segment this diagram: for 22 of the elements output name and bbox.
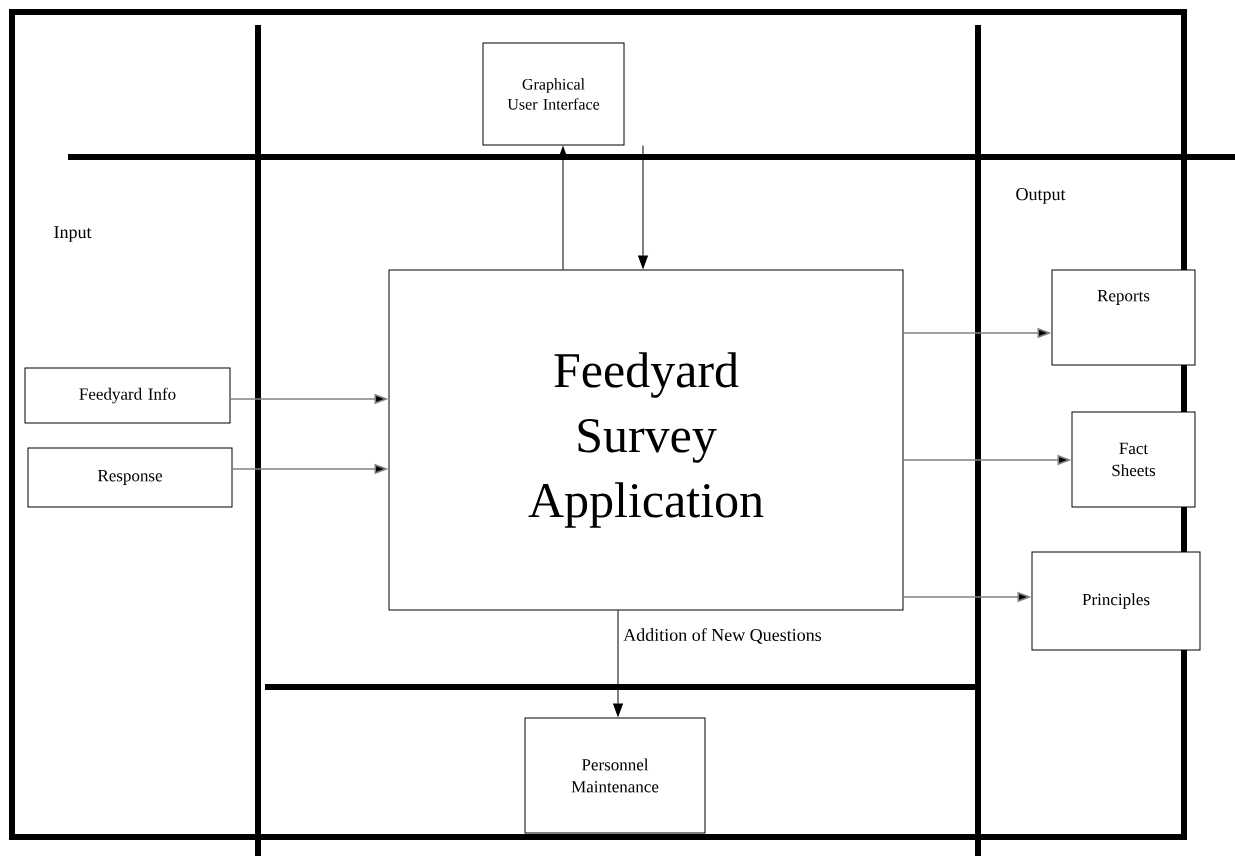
process-box: [388, 269, 904, 611]
process-box: [524, 717, 706, 834]
process-box: [482, 42, 625, 146]
box-label: Response: [97, 470, 162, 485]
arrow: [638, 145, 648, 269]
process-box: [1071, 411, 1196, 508]
arrow: [558, 146, 568, 270]
process-box: [27, 447, 233, 508]
box-label: Fact Sheets: [1112, 442, 1156, 477]
box-label: Graphical User Interface: [507, 78, 600, 110]
box-label: Feedyard Survey Application: [528, 352, 764, 528]
arrow: [613, 610, 623, 717]
edge-label: Addition of New Questions: [622, 627, 823, 645]
section-label: Input: [54, 226, 92, 242]
box-label: Personnel Maintenance: [571, 758, 659, 793]
section-label: Output: [1016, 188, 1066, 204]
process-box: [1051, 269, 1196, 366]
process-box: [1031, 551, 1201, 651]
box-label: Reports: [1097, 290, 1150, 305]
process-box: [24, 367, 231, 424]
box-label: Principles: [1082, 593, 1150, 609]
box-label: Feedyard Info: [79, 387, 176, 404]
